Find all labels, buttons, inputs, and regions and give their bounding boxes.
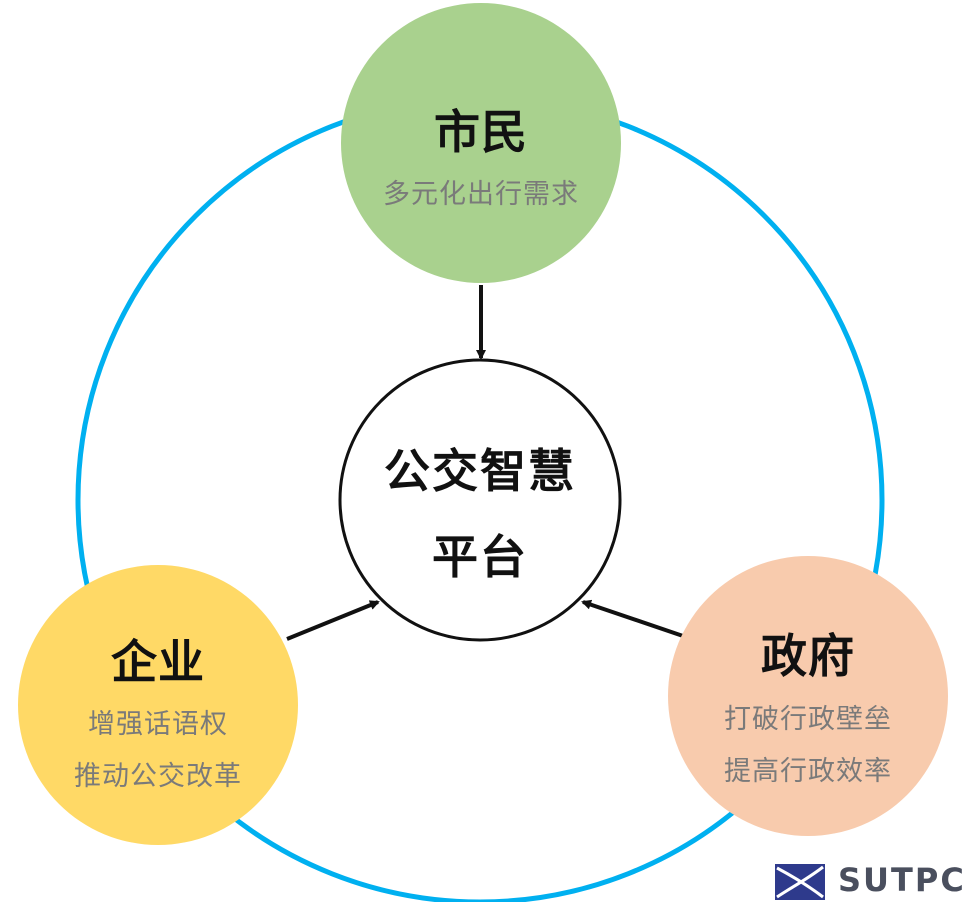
- enterprise-title: 企业: [111, 635, 205, 689]
- government-line-1: 打破行政壁垒: [724, 704, 892, 735]
- citizen-circle: [341, 3, 621, 283]
- enterprise-line-2: 推动公交改革: [74, 761, 242, 792]
- government-circle: [668, 556, 948, 836]
- arrow-government-to-center: [581, 599, 687, 639]
- government-line-2: 提高行政效率: [724, 756, 892, 787]
- center-circle: [338, 358, 622, 642]
- citizen-line-1: 多元化出行需求: [383, 179, 579, 210]
- center-title-line-1: 公交智慧: [384, 444, 576, 498]
- enterprise-circle: [18, 565, 298, 845]
- citizen-title: 市民: [434, 105, 528, 159]
- sutpc-logo-text: SUTPC: [838, 861, 966, 899]
- center-title-line-2: 平台: [432, 530, 528, 584]
- sutpc-logo-mark: [775, 864, 825, 900]
- arrow-enterprise-to-center: [286, 600, 380, 641]
- enterprise-line-1: 增强话语权: [88, 709, 228, 740]
- government-title: 政府: [761, 629, 855, 683]
